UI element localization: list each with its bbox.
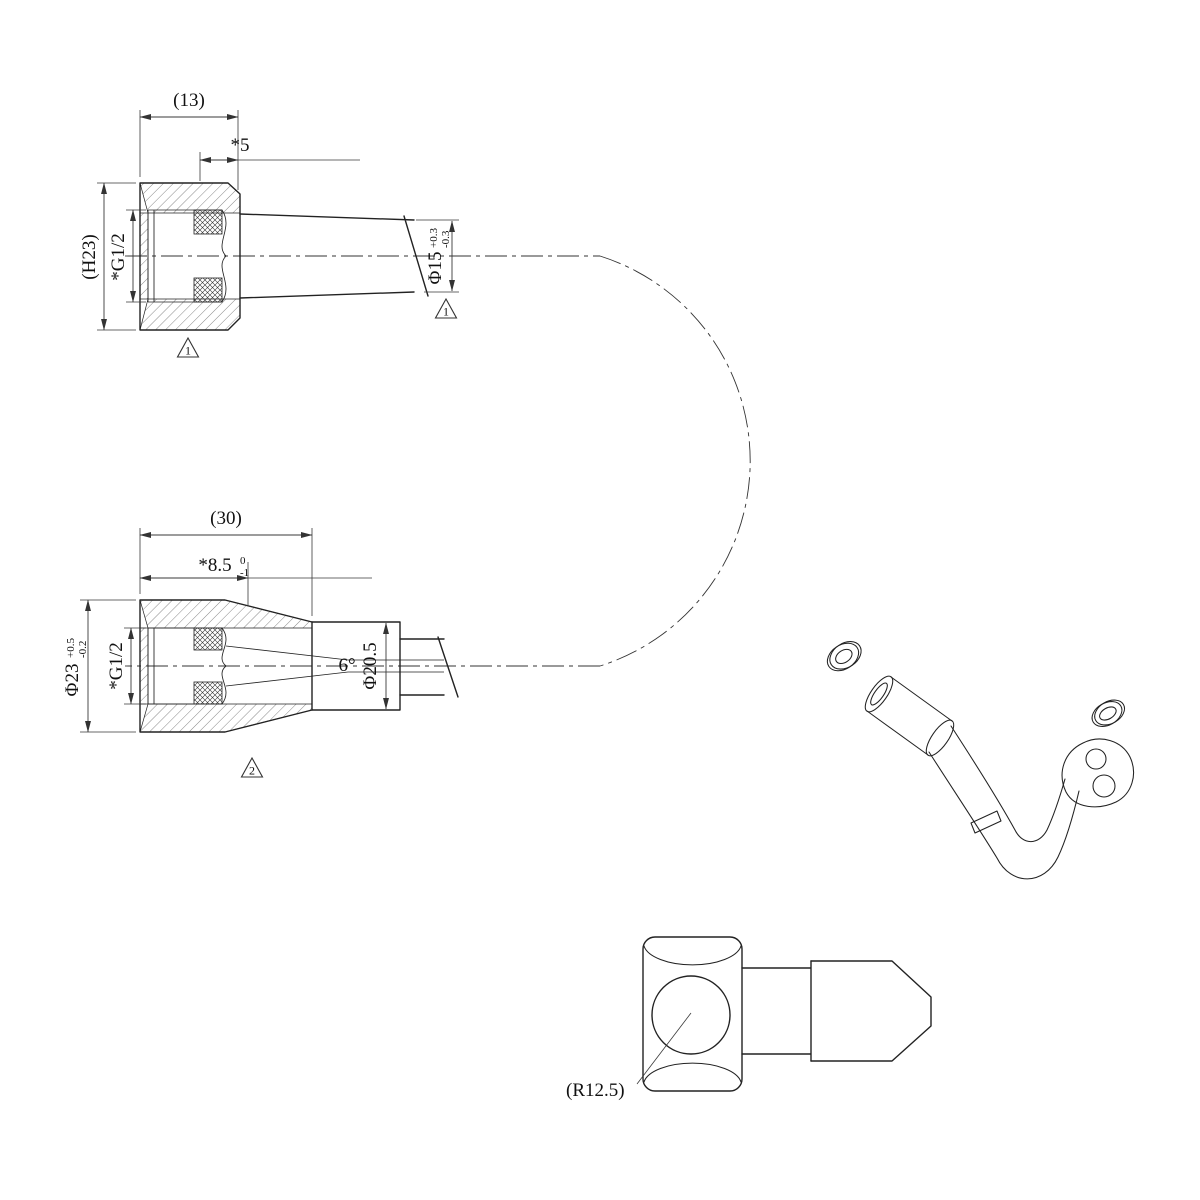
section-hatch-left-wall <box>139 627 149 705</box>
dim-thread-spec-mid: *G1/2 <box>106 627 146 705</box>
leader-line <box>636 1012 692 1085</box>
section-hatch-left-wall <box>139 212 149 300</box>
fitting-collar <box>925 719 955 757</box>
hose-end-fitting-left <box>864 675 955 757</box>
section-hatch-top-wall <box>139 182 241 214</box>
dim-height-top: (H23) <box>79 182 136 331</box>
centerline-loop <box>125 255 751 667</box>
surface-mark-nut-top: 1 <box>176 336 200 358</box>
surface-mark-number: 1 <box>443 305 449 319</box>
dim-text-thread-depth: *8.5 <box>198 555 231 576</box>
seal-section-top <box>193 627 223 651</box>
dim-text-tube-dia-tol-dn: -0.3 <box>440 230 452 248</box>
hose-end-nut-right <box>1061 738 1134 808</box>
surface-mark-number: 1 <box>185 344 191 358</box>
elbow-bottom-arc <box>643 1062 742 1083</box>
extension-lines <box>139 110 239 190</box>
dim-text-outer-dia-tol-up: +0.5 <box>65 638 77 658</box>
hose-clamp <box>970 810 1002 834</box>
surface-mark-nut-mid: 2 <box>240 756 264 778</box>
nut-facet-a <box>1085 748 1107 770</box>
dim-text-tube-dia-tol-up: +0.3 <box>428 228 440 248</box>
nut-outline <box>139 182 241 331</box>
dim-text-thread-length-top: *5 <box>231 135 250 156</box>
inner-bore-lines <box>225 645 444 687</box>
dim-thread-depth-mid: *8.5 0 -1 <box>139 555 372 606</box>
dim-text-thread-depth-tol-up: 0 <box>240 555 246 567</box>
view-hose-pictorial <box>826 641 1134 880</box>
section-hatch-bottom-wall <box>139 703 313 733</box>
view-mid-fitting-section: (30) *8.5 0 -1 Φ23 +0.5 -0.2 *G1/2 <box>62 508 459 778</box>
triangle-symbol <box>176 336 200 358</box>
washer-b <box>1091 699 1126 727</box>
washer-inner <box>1099 706 1117 721</box>
dim-body-diameter: Φ20.5 <box>360 622 390 710</box>
section-hatch-bottom-wall <box>139 298 241 331</box>
fitting-face-inner <box>870 682 888 706</box>
fitting-body <box>866 676 953 756</box>
dim-text-outer-dia: Φ23 <box>62 664 83 697</box>
dim-text-elbow-radius: (R12.5) <box>566 1080 625 1101</box>
dim-text-thread-spec-top: *G1/2 <box>108 233 129 281</box>
dim-text-thread-depth-tol-dn: -1 <box>240 567 249 579</box>
dim-text-height-top: (H23) <box>79 234 100 279</box>
view-top-fitting-section: (13) *5 (H23) *G1/2 Φ15 <box>79 90 459 358</box>
seat-profile-curve <box>221 627 227 705</box>
view-elbow-fitting: (R12.5) <box>566 936 932 1101</box>
seat-profile-curve <box>221 209 227 303</box>
dim-thread-length-top: *5 <box>199 135 360 181</box>
dim-text-outer-dia-tol-dn: -0.2 <box>77 641 89 658</box>
washer-a <box>826 641 862 672</box>
tube-outline <box>239 213 429 299</box>
dim-overall-length-mid: (30) <box>139 508 313 616</box>
extension-lines <box>139 528 313 616</box>
seal-section-bottom <box>193 277 223 303</box>
thread-bore-lines <box>147 627 222 705</box>
dim-thread-spec-top: *G1/2 <box>108 209 146 303</box>
centerline-arc <box>599 255 751 667</box>
triangle-symbol <box>240 756 264 778</box>
elbow-port-circle <box>651 975 731 1055</box>
section-hatch-top-wall <box>139 599 313 629</box>
washer-outer-edge <box>829 641 862 670</box>
nut-cone-outline <box>139 599 313 733</box>
triangle-symbol <box>434 297 458 319</box>
dim-text-overall-length-top: (13) <box>173 90 205 111</box>
stub-outline <box>399 636 459 698</box>
dim-text-taper-angle: 6° <box>338 655 355 676</box>
dim-overall-length-top: (13) <box>139 90 239 190</box>
surface-mark-tube-top: 1 <box>434 297 458 319</box>
dim-outer-diameter-mid: Φ23 +0.5 -0.2 <box>62 599 136 733</box>
dim-text-overall-length-mid: (30) <box>210 508 242 529</box>
surface-mark-number: 2 <box>249 764 255 778</box>
dim-tube-diameter: Φ15 +0.3 -0.3 <box>416 219 459 293</box>
dim-taper-angle: 6° <box>338 655 355 676</box>
seal-section-top <box>193 209 223 235</box>
washer-inner <box>835 648 853 665</box>
dim-text-thread-spec-mid: *G1/2 <box>106 642 127 690</box>
seal-section-bottom <box>193 681 223 705</box>
thread-bore-lines <box>147 209 222 303</box>
dim-text-tube-dia: Φ15 <box>425 252 446 285</box>
nut-facet-b <box>1092 774 1116 798</box>
elbow-top-arc <box>643 945 742 966</box>
dim-text-body-dia: Φ20.5 <box>360 642 381 689</box>
elbow-stub <box>741 960 812 1062</box>
extension-lines <box>124 627 146 705</box>
extension-lines <box>416 219 459 293</box>
fitting-face <box>864 675 894 713</box>
dim-elbow-radius: (R12.5) <box>566 1012 692 1101</box>
elbow-body <box>642 936 743 1092</box>
nut-body <box>1061 738 1134 808</box>
washer-outer-edge <box>1094 699 1126 726</box>
elbow-spout <box>810 960 932 1062</box>
hose-tube <box>928 725 1080 880</box>
